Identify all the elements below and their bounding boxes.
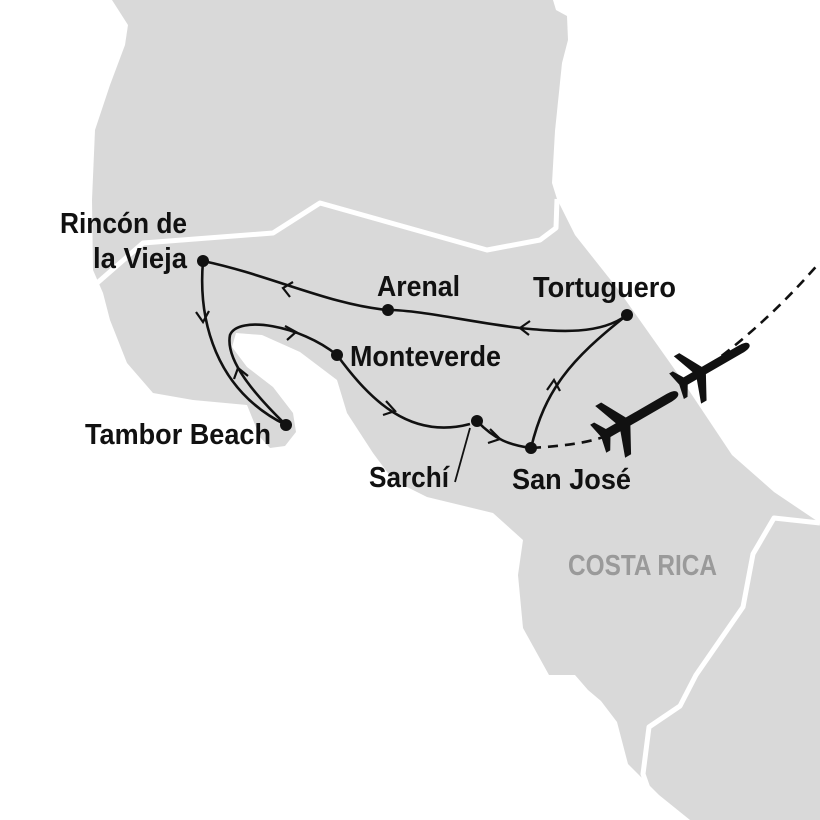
border-panama <box>640 515 820 820</box>
stop-dot-monteverde <box>331 349 343 361</box>
stop-dot-rincon <box>197 255 209 267</box>
label-san-jose: San José <box>512 464 631 496</box>
label-tambor: Tambor Beach <box>85 419 271 451</box>
label-rincon-line2: la Vieja <box>93 243 188 275</box>
label-monteverde: Monteverde <box>350 341 501 373</box>
sarchi-leader-line <box>454 427 471 483</box>
label-tortuguero: Tortuguero <box>533 272 676 304</box>
label-sarchi: Sarchí <box>369 462 450 494</box>
stop-dot-arenal <box>382 304 394 316</box>
label-rincon-line1: Rincón de <box>60 208 187 240</box>
stop-dot-tambor <box>280 419 292 431</box>
stop-markers <box>197 255 633 454</box>
border-nicaragua <box>94 198 560 286</box>
stop-dot-san-jose <box>525 442 537 454</box>
stop-dot-tortuguero <box>621 309 633 321</box>
direction-arrows <box>195 281 561 445</box>
airplane-icon <box>590 391 679 458</box>
land-mass <box>92 0 820 820</box>
route-lines <box>200 259 820 483</box>
airplane-icon <box>669 342 750 404</box>
label-arenal: Arenal <box>377 271 460 303</box>
stop-dot-sarchi <box>471 415 483 427</box>
label-country: COSTA RICA <box>568 550 717 582</box>
